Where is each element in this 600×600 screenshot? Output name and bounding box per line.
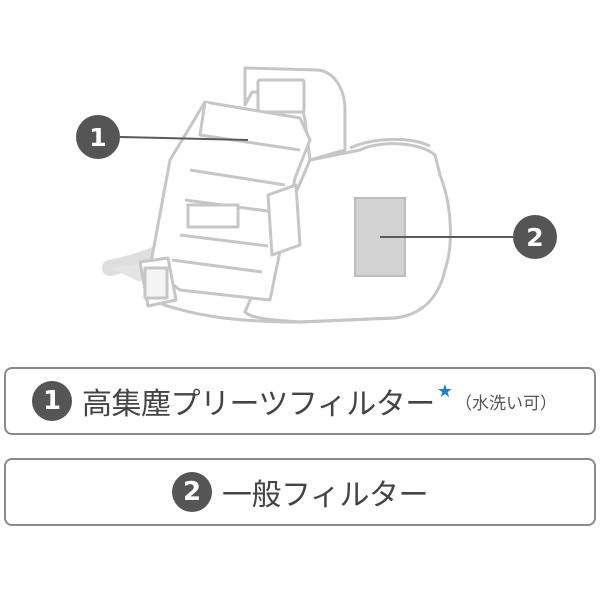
label-number-badge-1: 1 <box>32 381 72 421</box>
label-text-pleated-filter: 高集塵プリーツフィルター <box>82 387 435 422</box>
callout-badge-1: 1 <box>76 115 120 159</box>
vacuum-filter-illustration: 1 2 <box>76 66 557 324</box>
filter-cassette <box>138 100 312 308</box>
label-text-general-filter: 一般フィルター <box>222 478 428 513</box>
callout-number-2: 2 <box>526 223 543 252</box>
vacuum-body <box>149 66 452 324</box>
label-box-pleated-filter: 1 高集塵プリーツフィルター ★ （水洗い可） <box>4 367 596 435</box>
callout-badge-2: 2 <box>513 215 557 259</box>
label-box-general-filter: 2 一般フィルター <box>4 458 596 526</box>
star-icon: ★ <box>436 380 453 402</box>
callout-number-1: 1 <box>89 123 106 152</box>
washable-note: （水洗い可） <box>454 393 557 414</box>
label-number-badge-2: 2 <box>172 472 213 512</box>
leader-line-1 <box>119 136 249 141</box>
